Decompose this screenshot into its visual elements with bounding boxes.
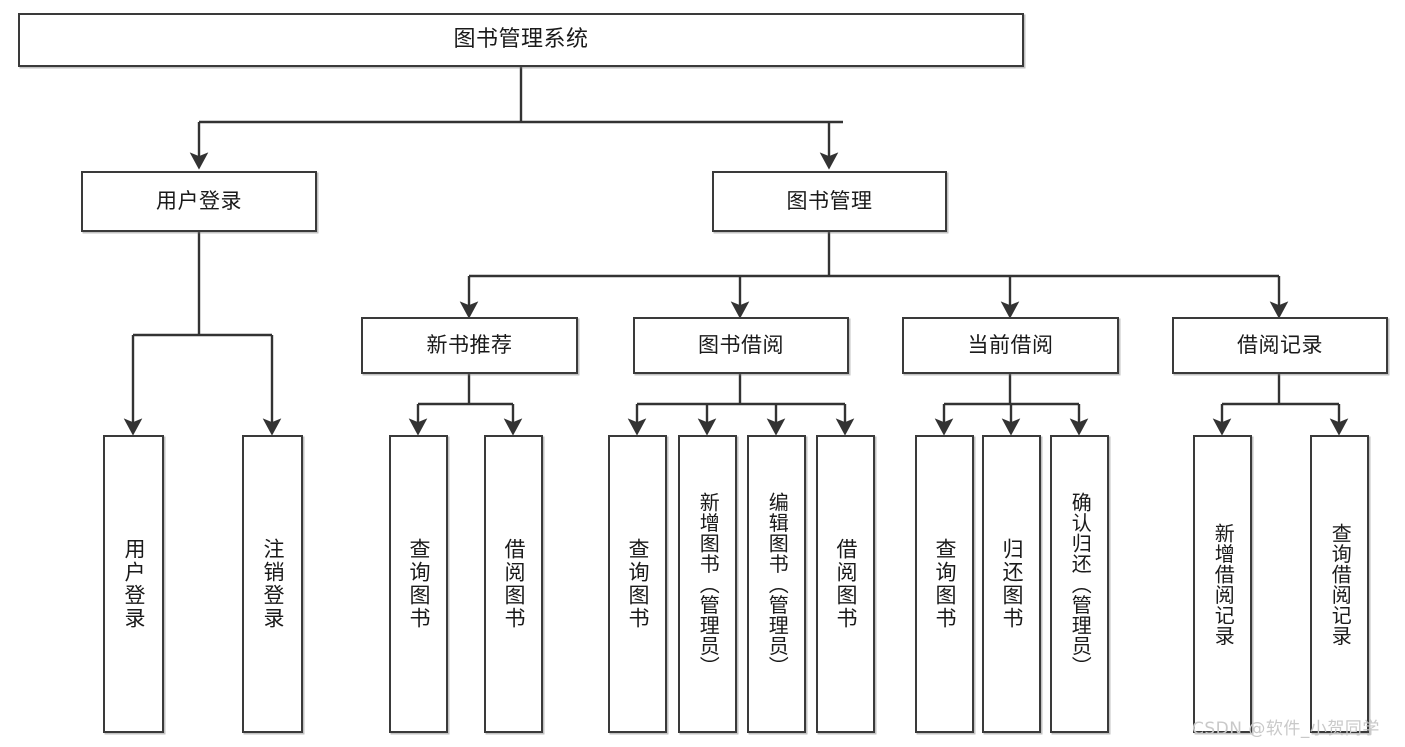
node-leaf-return-book-label: 归还图书 [999,538,1024,630]
node-leaf-query-book-3-label: 查询图书 [932,538,957,630]
node-leaf-borrow-book-1-label: 借阅图书 [501,538,526,630]
node-current-borrow-label: 当前借阅 [967,333,1054,358]
node-leaf-query-book-3[interactable]: 查询图书 [915,435,974,733]
node-leaf-borrow-book-2[interactable]: 借阅图书 [816,435,875,733]
node-leaf-return-book[interactable]: 归还图书 [982,435,1041,733]
node-leaf-user-login-label: 用户登录 [121,538,146,630]
node-leaf-query-book-2-label: 查询图书 [625,538,650,630]
node-leaf-edit-book-label: 编辑图书（管理员） [765,491,790,677]
node-borrow-record-label: 借阅记录 [1237,333,1323,358]
node-user-login-label: 用户登录 [156,189,242,214]
node-new-book-recommend[interactable]: 新书推荐 [361,317,578,374]
node-book-borrow-label: 图书借阅 [698,333,784,358]
node-leaf-add-record[interactable]: 新增借阅记录 [1193,435,1252,733]
node-book-borrow[interactable]: 图书借阅 [633,317,849,374]
node-leaf-borrow-book-2-label: 借阅图书 [833,538,858,630]
node-leaf-query-book-2[interactable]: 查询图书 [608,435,667,733]
node-leaf-query-record[interactable]: 查询借阅记录 [1310,435,1369,733]
node-current-borrow[interactable]: 当前借阅 [902,317,1119,374]
node-leaf-logout-label: 注销登录 [260,538,285,630]
node-leaf-add-book[interactable]: 新增图书（管理员） [678,435,737,733]
node-root[interactable]: 图书管理系统 [18,13,1024,67]
node-leaf-confirm-return[interactable]: 确认归还（管理员） [1050,435,1109,733]
node-leaf-query-record-label: 查询借阅记录 [1328,522,1353,646]
node-leaf-add-record-label: 新增借阅记录 [1211,522,1236,646]
node-leaf-confirm-return-label: 确认归还（管理员） [1068,491,1093,677]
node-leaf-logout[interactable]: 注销登录 [242,435,303,733]
node-leaf-edit-book[interactable]: 编辑图书（管理员） [747,435,806,733]
node-user-login[interactable]: 用户登录 [81,171,317,232]
node-borrow-record[interactable]: 借阅记录 [1172,317,1388,374]
node-book-manage[interactable]: 图书管理 [712,171,947,232]
node-leaf-query-book-1-label: 查询图书 [406,538,431,630]
node-leaf-query-book-1[interactable]: 查询图书 [389,435,448,733]
node-new-book-recommend-label: 新书推荐 [426,333,513,358]
node-leaf-user-login[interactable]: 用户登录 [103,435,164,733]
node-book-manage-label: 图书管理 [786,189,873,214]
node-leaf-borrow-book-1[interactable]: 借阅图书 [484,435,543,733]
node-root-label: 图书管理系统 [453,27,589,53]
node-leaf-add-book-label: 新增图书（管理员） [696,491,721,677]
